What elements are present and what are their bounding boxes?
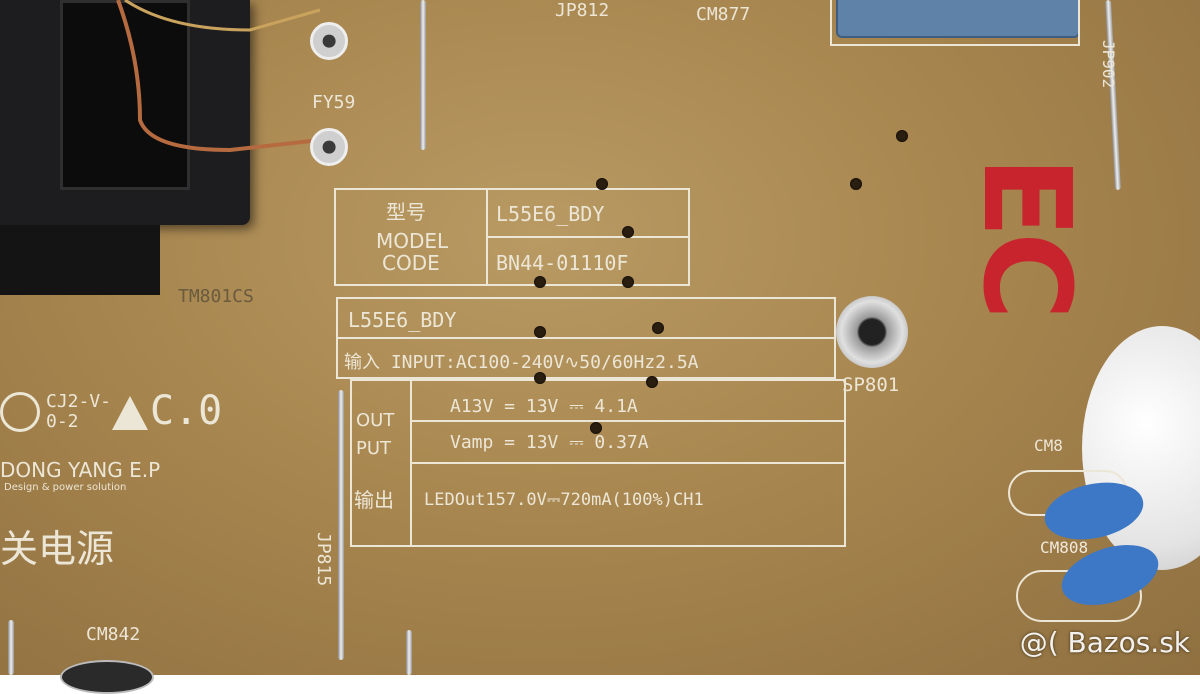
model-label: MODEL bbox=[376, 229, 449, 253]
chinese-text: 关电源 bbox=[0, 527, 115, 571]
sp801-label: SP801 bbox=[842, 374, 900, 396]
capacitor-outline bbox=[830, 0, 1080, 46]
via-hole bbox=[590, 422, 602, 434]
jumper-wire bbox=[1105, 0, 1121, 191]
revision-label: C.0 bbox=[150, 388, 223, 434]
table-divider bbox=[336, 337, 836, 339]
jp815-label: JP815 bbox=[313, 532, 334, 587]
cm8-label: CM8 bbox=[1034, 436, 1063, 455]
manufacturer-tagline: Design & power solution bbox=[4, 482, 127, 493]
via-hole bbox=[534, 326, 546, 338]
cm877-label: CM877 bbox=[696, 4, 751, 25]
component-dark bbox=[60, 660, 154, 694]
code-label: CODE bbox=[382, 251, 440, 275]
blue-capacitor bbox=[836, 0, 1080, 38]
ec-mark: EC bbox=[956, 155, 1096, 315]
cert-mark: CJ2-V-0-2 bbox=[46, 391, 112, 432]
out-label: OUT bbox=[356, 410, 395, 431]
jumper-wire bbox=[420, 0, 426, 150]
via-hole bbox=[652, 322, 664, 334]
via-hole bbox=[596, 178, 608, 190]
manufacturer-name: DONG YANG E.P bbox=[0, 458, 161, 482]
via-hole bbox=[622, 226, 634, 238]
cert-icon bbox=[0, 392, 40, 432]
jp812-label: JP812 bbox=[555, 0, 610, 21]
solder-pad bbox=[310, 128, 348, 166]
model-cn-label: 型号 bbox=[386, 200, 426, 224]
cm842-label: CM842 bbox=[86, 624, 141, 645]
output-line-2: Vamp = 13V ⎓ 0.37A bbox=[450, 432, 649, 453]
transformer-core bbox=[60, 0, 190, 190]
model-value: L55E6_BDY bbox=[496, 202, 605, 226]
via-hole bbox=[850, 178, 862, 190]
tm801cs-label: TM801CS bbox=[178, 286, 254, 307]
output-line-1: A13V = 13V ⎓ 4.1A bbox=[450, 396, 638, 417]
jumper-wire bbox=[338, 390, 344, 660]
output-line-3: LEDOut157.0V⎓720mA(100%)CH1 bbox=[424, 490, 704, 510]
input-rating: 输入 INPUT:AC100-240V∿50/60Hz2.5A bbox=[344, 352, 699, 373]
code-value: BN44-01110F bbox=[496, 251, 629, 275]
triangle-icon bbox=[112, 396, 148, 430]
table-divider bbox=[410, 462, 846, 464]
jumper-wire bbox=[406, 630, 412, 675]
jp902-label: JP902 bbox=[1099, 40, 1118, 89]
put-label: PUT bbox=[356, 438, 392, 459]
model-line: L55E6_BDY bbox=[348, 308, 457, 332]
cm808-label: CM808 bbox=[1040, 538, 1089, 557]
solder-pad bbox=[310, 22, 348, 60]
fy59-label: FY59 bbox=[312, 92, 356, 113]
via-hole bbox=[622, 276, 634, 288]
jumper-wire bbox=[8, 620, 14, 675]
pcb-board: FY59 JP812 CM877 JP902 EC TM801CS 型号 MOD… bbox=[0, 0, 1200, 675]
copper-wire bbox=[116, 0, 321, 153]
bazos-watermark: @( Bazos.sk bbox=[1019, 626, 1190, 659]
via-hole bbox=[896, 130, 908, 142]
output-cn-label: 输出 bbox=[354, 488, 394, 512]
via-hole bbox=[534, 276, 546, 288]
via-hole bbox=[646, 376, 658, 388]
table-divider bbox=[410, 420, 846, 422]
screw-sp801 bbox=[836, 296, 908, 368]
via-hole bbox=[534, 372, 546, 384]
table-divider bbox=[486, 236, 690, 238]
transformer-base bbox=[0, 225, 160, 295]
